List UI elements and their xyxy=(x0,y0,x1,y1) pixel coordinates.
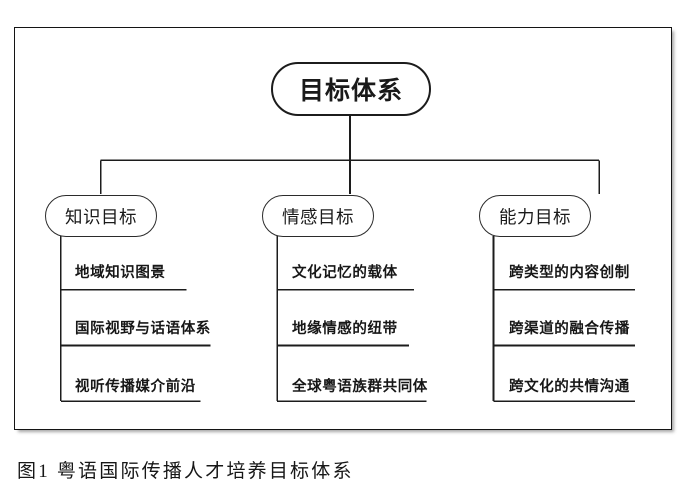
branch-node-label: 情感目标 xyxy=(282,206,354,227)
leaf-item: 跨渠道的融合传播 xyxy=(509,321,630,337)
leaf-item: 国际视野与话语体系 xyxy=(75,321,211,337)
root-node: 目标体系 xyxy=(271,62,431,116)
leaf-item: 地域知识图景 xyxy=(75,265,166,281)
figure-caption: 图1 粤语国际传播人才培养目标体系 xyxy=(17,461,354,482)
leaf-item: 跨文化的共情沟通 xyxy=(509,379,630,395)
leaf-item: 视听传播媒介前沿 xyxy=(75,379,196,395)
leaf-item: 地缘情感的纽带 xyxy=(292,321,398,337)
branch-node-label: 能力目标 xyxy=(499,206,571,227)
branch-node-knowledge: 知识目标 xyxy=(45,195,157,237)
branch-node-label: 知识目标 xyxy=(65,206,137,227)
figure-frame: 目标体系 知识目标 情感目标 能力目标 地域知识图景 国际视野与话语体系 视听传… xyxy=(14,27,672,430)
org-chart-diagram: 目标体系 知识目标 情感目标 能力目标 地域知识图景 国际视野与话语体系 视听传… xyxy=(15,28,671,429)
branch-node-ability: 能力目标 xyxy=(479,195,591,237)
leaf-item: 文化记忆的载体 xyxy=(292,265,398,281)
leaf-item: 全球粤语族群共同体 xyxy=(292,379,428,395)
root-node-label: 目标体系 xyxy=(298,77,403,105)
branch-node-emotion: 情感目标 xyxy=(262,195,374,237)
leaf-item: 跨类型的内容创制 xyxy=(509,265,630,281)
